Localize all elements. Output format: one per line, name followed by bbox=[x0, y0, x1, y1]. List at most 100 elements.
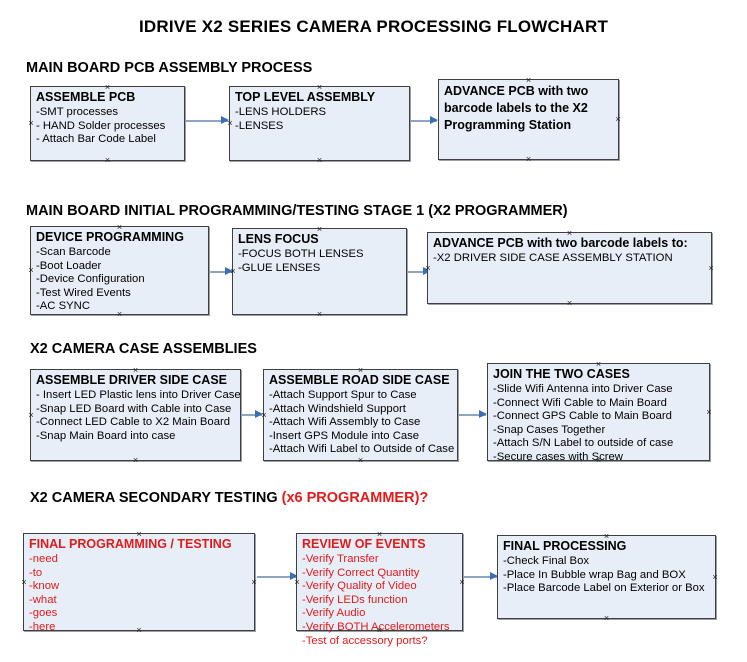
box-line: -know bbox=[29, 580, 60, 593]
box-line: -Verify Transfer bbox=[302, 553, 379, 565]
box-line: -X2 DRIVER SIDE CASE ASSEMBLY STATION bbox=[433, 252, 673, 264]
resize-handle-left[interactable] bbox=[230, 268, 237, 275]
resize-handle-top[interactable] bbox=[357, 367, 364, 374]
resize-handle-top[interactable] bbox=[316, 84, 323, 91]
box-title: FINAL PROGRAMMING / TESTING bbox=[29, 537, 232, 551]
box-join-the-two-cases[interactable]: JOIN THE TWO CASES -Slide Wifi Antenna i… bbox=[487, 361, 713, 464]
resize-handle-bottom[interactable] bbox=[595, 457, 602, 464]
box-top-level-assembly[interactable]: TOP LEVEL ASSEMBLY -LENS HOLDERS -LENSES bbox=[229, 86, 410, 161]
resize-handle-left[interactable] bbox=[21, 579, 28, 586]
resize-handle-left[interactable] bbox=[28, 120, 35, 127]
box-line: -Boot Loader bbox=[36, 259, 102, 272]
box-line: -Snap Cases Together bbox=[493, 423, 606, 436]
resize-handle-right[interactable] bbox=[615, 116, 622, 123]
box-advance-pcb-programming-station[interactable]: ADVANCE PCB with two barcode labels to t… bbox=[438, 79, 619, 160]
box-assemble-road-side-case[interactable]: ASSEMBLE ROAD SIDE CASE -Attach Support … bbox=[263, 369, 458, 461]
resize-handle-right[interactable] bbox=[712, 574, 719, 581]
box-final-programming-testing[interactable]: FINAL PROGRAMMING / TESTING -need -to -k… bbox=[21, 531, 258, 634]
box-line: -Verify Quality of Video bbox=[302, 580, 417, 593]
box-line: -Attach Wifi Label to Outside of Case bbox=[269, 443, 455, 456]
box-title: JOIN THE TWO CASES bbox=[493, 367, 630, 381]
resize-handle-top[interactable] bbox=[132, 367, 139, 374]
box-device-programming[interactable]: DEVICE PROGRAMMING -Scan Barcode -Boot L… bbox=[30, 226, 209, 315]
resize-handle-bottom[interactable] bbox=[132, 457, 139, 464]
box-line: -need bbox=[29, 553, 58, 565]
resize-handle-left[interactable] bbox=[28, 267, 35, 274]
arrow-shaft bbox=[242, 414, 262, 416]
box-title: ADVANCE PCB with two barcode labels to: bbox=[433, 236, 688, 250]
box-line: -Connect LED Cable to X2 Main Board bbox=[36, 416, 231, 429]
resize-handle-left[interactable] bbox=[28, 412, 35, 419]
section-heading-text: X2 CAMERA CASE ASSEMBLIES bbox=[30, 341, 257, 357]
arrow-shaft bbox=[464, 576, 497, 578]
resize-handle-top[interactable] bbox=[376, 531, 383, 538]
box-line: -Place Barcode Label on Exterior or Box bbox=[503, 582, 705, 595]
box-line: -LENS HOLDERS bbox=[235, 106, 327, 118]
section-heading-x2-camera-case-assemblies: X2 CAMERA CASE ASSEMBLIES bbox=[30, 341, 257, 357]
arrow-top-level-assembly-to-advance-pcb bbox=[411, 116, 438, 125]
resize-handle-bottom[interactable] bbox=[316, 157, 323, 164]
resize-handle-top[interactable] bbox=[104, 84, 111, 91]
resize-handle-left[interactable] bbox=[227, 120, 234, 127]
resize-handle-bottom[interactable] bbox=[136, 627, 143, 634]
box-line: -Scan Barcode bbox=[36, 246, 111, 258]
box-line: - Attach Bar Code Label bbox=[36, 133, 156, 146]
resize-handle-left[interactable] bbox=[425, 265, 432, 272]
box-line: -Test Wired Events bbox=[36, 286, 131, 299]
box-review-of-events[interactable]: REVIEW OF EVENTS -Verify Transfer -Verif… bbox=[294, 531, 466, 647]
box-line: - Insert LED Plastic lens into Driver Ca… bbox=[36, 389, 241, 401]
box-title: ASSEMBLE ROAD SIDE CASE bbox=[269, 373, 450, 387]
resize-handle-right[interactable] bbox=[708, 265, 715, 272]
box-line: -Insert GPS Module into Case bbox=[269, 429, 420, 442]
resize-handle-left[interactable] bbox=[261, 412, 268, 419]
box-final-processing[interactable]: FINAL PROCESSING -Check Final Box -Place… bbox=[497, 535, 716, 619]
box-title: DEVICE PROGRAMMING bbox=[36, 230, 184, 244]
box-advance-pcb-driver-side-case[interactable]: ADVANCE PCB with two barcode labels to: … bbox=[427, 232, 712, 304]
page-title: IDRIVE X2 SERIES CAMERA PROCESSING FLOWC… bbox=[138, 17, 609, 36]
box-line: -Check Final Box bbox=[503, 555, 590, 567]
resize-handle-bottom[interactable] bbox=[104, 157, 111, 164]
arrow-assemble-pcb-to-top-level-assembly bbox=[186, 116, 229, 125]
section-heading-accent: (x6 PROGRAMMER)? bbox=[281, 490, 429, 506]
arrow-shaft bbox=[186, 120, 228, 122]
resize-handle-top[interactable] bbox=[136, 531, 143, 538]
resize-handle-top[interactable] bbox=[316, 226, 323, 233]
box-line: -Connect GPS Cable to Main Board bbox=[493, 410, 672, 423]
box-title: ASSEMBLE PCB bbox=[36, 90, 136, 104]
box-line: -Device Configuration bbox=[36, 273, 145, 286]
resize-handle-left[interactable] bbox=[294, 579, 301, 586]
resize-handle-top[interactable] bbox=[595, 361, 602, 368]
box-line: -here bbox=[29, 620, 56, 633]
box-line: -Secure cases with Screw bbox=[493, 450, 623, 463]
box-line: -Snap LED Board with Cable into Case bbox=[36, 402, 232, 415]
box-assemble-driver-side-case[interactable]: ASSEMBLE DRIVER SIDE CASE - Insert LED P… bbox=[30, 369, 241, 461]
box-lens-focus[interactable]: LENS FOCUS -FOCUS BOTH LENSES -GLUE LENS… bbox=[232, 228, 407, 315]
resize-handle-bottom[interactable] bbox=[357, 457, 364, 464]
section-heading-main-board-pcb-assembly: MAIN BOARD PCB ASSEMBLY PROCESS bbox=[26, 60, 312, 76]
box-line: -Attach S/N Label to outside of case bbox=[493, 437, 674, 450]
box-line: -AC SYNC bbox=[36, 300, 90, 313]
resize-handle-top[interactable] bbox=[566, 230, 573, 237]
resize-handle-bottom[interactable] bbox=[376, 627, 383, 634]
resize-handle-right[interactable] bbox=[251, 579, 258, 586]
arrow-shaft bbox=[459, 414, 486, 416]
resize-handle-top[interactable] bbox=[603, 533, 610, 540]
box-line: -Verify LEDs function bbox=[302, 593, 408, 606]
resize-handle-bottom[interactable] bbox=[525, 156, 532, 163]
resize-handle-bottom[interactable] bbox=[566, 300, 573, 307]
resize-handle-top[interactable] bbox=[116, 224, 123, 231]
resize-handle-bottom[interactable] bbox=[116, 311, 123, 318]
box-assemble-pcb[interactable]: ASSEMBLE PCB -SMT processes - HAND Solde… bbox=[30, 86, 185, 161]
resize-handle-top[interactable] bbox=[525, 77, 532, 84]
resize-handle-bottom[interactable] bbox=[603, 615, 610, 622]
box-line: -Slide Wifi Antenna into Driver Case bbox=[493, 383, 673, 395]
box-line: -Connect Wifi Cable to Main Board bbox=[493, 396, 667, 409]
section-heading-text: X2 CAMERA SECONDARY TESTING bbox=[30, 490, 282, 506]
resize-handle-right[interactable] bbox=[459, 579, 466, 586]
box-line: -Place In Bubble wrap Bag and BOX bbox=[503, 568, 686, 581]
resize-handle-bottom[interactable] bbox=[316, 311, 323, 318]
box-line: -Attach Wifi Assembly to Case bbox=[269, 416, 421, 429]
resize-handle-right[interactable] bbox=[706, 409, 713, 416]
arrow-shaft bbox=[257, 576, 297, 578]
